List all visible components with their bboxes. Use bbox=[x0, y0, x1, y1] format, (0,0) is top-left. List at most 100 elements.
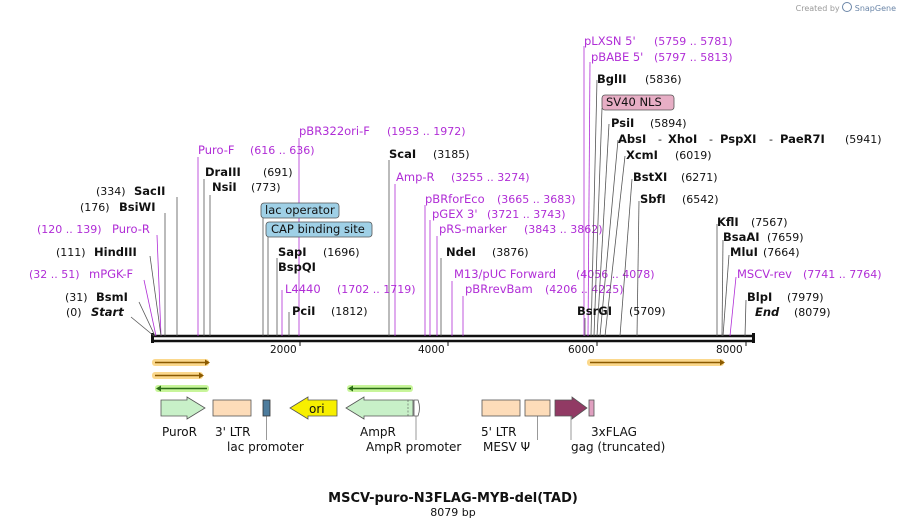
separator: - bbox=[658, 133, 662, 146]
feature-cap-binding-site[interactable]: CAP binding site bbox=[265, 221, 373, 238]
primer-name: pLXSN 5' bbox=[584, 34, 636, 48]
feature-label: CAP binding site bbox=[271, 222, 365, 236]
site-draiii[interactable]: DraIII (691) bbox=[205, 165, 293, 179]
plasmid-name: MSCV-puro-N3FLAG-MYB-del(TAD) bbox=[328, 491, 578, 506]
site-pos: (1696) bbox=[323, 246, 360, 259]
site-absi-group[interactable]: AbsI - XhoI - PspXI - PaeR7I (5941) bbox=[618, 132, 882, 146]
feature-label: AmpR bbox=[360, 425, 396, 439]
orf-arrows bbox=[152, 359, 725, 392]
feature-label: 3' LTR bbox=[215, 425, 250, 439]
marker-end: End (8079) bbox=[755, 305, 831, 319]
feature-label: 3xFLAG bbox=[591, 425, 637, 439]
feature-3xflag[interactable]: 3xFLAG bbox=[588, 399, 637, 439]
primer-amp-r[interactable]: Amp-R (3255 .. 3274) bbox=[396, 170, 530, 184]
primer-m13-puc-forward[interactable]: M13/pUC Forward (4056 .. 4078) bbox=[454, 267, 655, 281]
site-pos: (6271) bbox=[681, 171, 718, 184]
site-name: BsmI bbox=[96, 290, 128, 304]
site-pos: (6019) bbox=[675, 149, 712, 162]
marker-name: Start bbox=[91, 305, 124, 319]
site-ndei[interactable]: NdeI (3876) bbox=[446, 245, 529, 259]
primer-mpgk-f[interactable]: (32 .. 51) mPGK-F bbox=[29, 267, 133, 281]
snapgene-logo-icon bbox=[842, 2, 853, 12]
site-sapi[interactable]: SapI (1696) bbox=[278, 245, 360, 259]
orf-arrow[interactable] bbox=[152, 359, 210, 366]
feature-sv40-nls[interactable]: SV40 NLS bbox=[601, 94, 675, 111]
feature-label: lac operator bbox=[265, 203, 335, 217]
primer-name: pBR322ori-F bbox=[299, 124, 370, 138]
site-bglii[interactable]: BglII (5836) bbox=[597, 72, 682, 86]
primer-pbrforeco[interactable]: pBRforEco (3665 .. 3683) bbox=[425, 192, 576, 206]
tick-6000: 6000 bbox=[568, 341, 598, 356]
orf-arrow[interactable] bbox=[152, 372, 204, 379]
site-name: BsrGI bbox=[577, 304, 612, 318]
site-sbfi[interactable]: SbfI (6542) bbox=[640, 192, 719, 206]
feature-label: SV40 NLS bbox=[606, 95, 662, 109]
feature-lac-promoter[interactable]: lac promoter bbox=[227, 399, 304, 454]
primer-puro-r[interactable]: (120 .. 139) Puro-R bbox=[37, 222, 150, 236]
site-bsrgi[interactable]: BsrGI (5709) bbox=[577, 304, 666, 336]
site-psii[interactable]: PsiI (5894) bbox=[611, 116, 687, 130]
feature-lac-operator[interactable]: lac operator bbox=[260, 202, 340, 219]
site-pos: (6542) bbox=[682, 193, 719, 206]
site-name-xhoi: XhoI bbox=[668, 132, 697, 146]
site-bspqi[interactable]: BspQI bbox=[278, 260, 316, 274]
site-kfli[interactable]: KflI (7567) bbox=[717, 215, 788, 229]
feature-5-ltr[interactable]: 5' LTR bbox=[481, 399, 521, 439]
snapgene-credit: Created by SnapGene bbox=[796, 2, 896, 13]
feature-label: lac promoter bbox=[227, 440, 304, 454]
primer-prs-marker[interactable]: pRS-marker (3843 .. 3862) bbox=[439, 222, 603, 236]
orf-arrow[interactable] bbox=[347, 385, 413, 392]
primer-pos: (120 .. 139) bbox=[37, 223, 102, 236]
site-hindiii[interactable]: (111) HindIII bbox=[56, 245, 137, 259]
site-name-paer7i: PaeR7I bbox=[780, 132, 825, 146]
site-xcmi[interactable]: XcmI (6019) bbox=[626, 148, 712, 162]
orf-arrow[interactable] bbox=[587, 359, 725, 366]
tick-8000: 8000 bbox=[716, 341, 747, 356]
site-name: NdeI bbox=[446, 245, 476, 259]
feature-ampr[interactable]: AmpR bbox=[345, 396, 414, 439]
primer-plxsn-5[interactable]: pLXSN 5' (5759 .. 5781) bbox=[584, 34, 733, 48]
marker-start: (0) Start bbox=[66, 305, 124, 319]
feature-ori[interactable]: ori bbox=[289, 396, 338, 420]
primer-puro-f[interactable]: Puro-F (616 .. 636) bbox=[198, 143, 315, 157]
feature-mesv-psi[interactable]: MESV Ψ bbox=[483, 399, 551, 454]
feature-ampr-promoter[interactable]: AmpR promoter bbox=[366, 399, 461, 454]
site-scai[interactable]: ScaI (3185) bbox=[389, 147, 470, 161]
tick-2000: 2000 bbox=[270, 341, 301, 356]
left-sites: (334) SacII (176) BsiWI (120 .. 139) Pur… bbox=[29, 184, 178, 337]
site-pos: (1812) bbox=[331, 305, 368, 318]
primer-pbr322ori-f[interactable]: pBR322ori-F (1953 .. 1972) bbox=[299, 124, 466, 138]
feature-3-ltr[interactable]: 3' LTR bbox=[212, 399, 252, 439]
site-name: SbfI bbox=[640, 192, 666, 206]
site-bstxi[interactable]: BstXI (6271) bbox=[633, 170, 718, 184]
site-name: BsiWI bbox=[119, 200, 156, 214]
site-name: SapI bbox=[278, 245, 307, 259]
primer-l4440[interactable]: L4440 (1702 .. 1719) bbox=[285, 282, 416, 296]
site-blpi[interactable]: BlpI (7979) bbox=[747, 290, 824, 304]
separator: - bbox=[709, 133, 713, 146]
site-pcii[interactable]: PciI (1812) bbox=[292, 304, 368, 318]
primer-pgex-3[interactable]: pGEX 3' (3721 .. 3743) bbox=[432, 207, 566, 221]
site-mlui[interactable]: MluI (7664) bbox=[730, 245, 800, 259]
site-nsii[interactable]: NsiI (773) bbox=[212, 180, 281, 194]
feature-puror[interactable]: PuroR bbox=[160, 396, 206, 439]
site-name: BstXI bbox=[633, 170, 667, 184]
feature-gag-truncated[interactable]: gag (truncated) bbox=[554, 396, 665, 454]
primer-name: pRS-marker bbox=[439, 222, 507, 236]
primer-pos: (3843 .. 3862) bbox=[524, 223, 603, 236]
tick-label: 2000 bbox=[270, 344, 297, 356]
orf-arrow[interactable] bbox=[155, 385, 209, 392]
site-bsaai[interactable]: BsaAI (7659) bbox=[723, 230, 804, 244]
site-pos: (691) bbox=[263, 166, 293, 179]
site-bsmi[interactable]: (31) BsmI bbox=[65, 290, 128, 304]
primer-mscv-rev[interactable]: MSCV-rev (7741 .. 7764) bbox=[737, 267, 882, 281]
right-sites: pLXSN 5' (5759 .. 5781) pBABE 5' (5797 .… bbox=[577, 34, 882, 337]
site-bsiwi[interactable]: (176) BsiWI bbox=[80, 200, 156, 214]
site-sacii[interactable]: (334) SacII bbox=[96, 184, 165, 198]
site-pos: (7664) bbox=[763, 246, 800, 259]
primer-name: pBRforEco bbox=[425, 192, 485, 206]
primer-pbabe-5[interactable]: pBABE 5' (5797 .. 5813) bbox=[591, 50, 733, 64]
primer-pos: (3665 .. 3683) bbox=[497, 193, 576, 206]
primer-name: pGEX 3' bbox=[432, 207, 478, 221]
